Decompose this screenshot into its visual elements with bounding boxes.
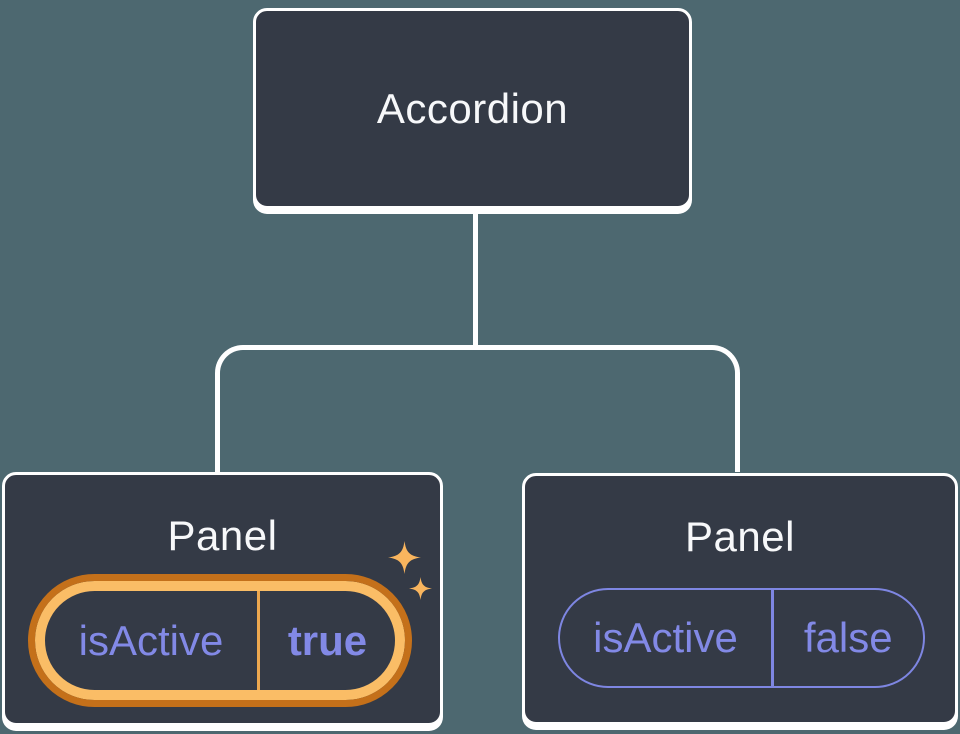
- panel-node-active-label: Panel: [167, 512, 278, 559]
- pill-divider: [257, 591, 260, 690]
- state-key-label: isActive: [78, 616, 224, 664]
- state-pill-inactive: isActive false: [558, 588, 925, 688]
- sparkle-icon: [409, 577, 432, 600]
- panel-node-inactive-label: Panel: [685, 513, 795, 560]
- sparkle-icon: [388, 541, 421, 574]
- pill-divider: [771, 590, 774, 686]
- panel-node-inactive: Panel isActive false: [522, 473, 958, 725]
- connector-bracket: [215, 345, 740, 472]
- panel-node-active: Panel isActive true: [2, 472, 443, 726]
- state-value-label: true: [287, 616, 368, 664]
- connector-stem: [473, 212, 478, 349]
- accordion-node-label: Accordion: [376, 84, 569, 132]
- state-value-label: false: [803, 614, 893, 661]
- state-key-label: isActive: [593, 614, 738, 661]
- accordion-node: Accordion: [253, 8, 692, 209]
- state-pill-active: isActive true: [28, 574, 412, 707]
